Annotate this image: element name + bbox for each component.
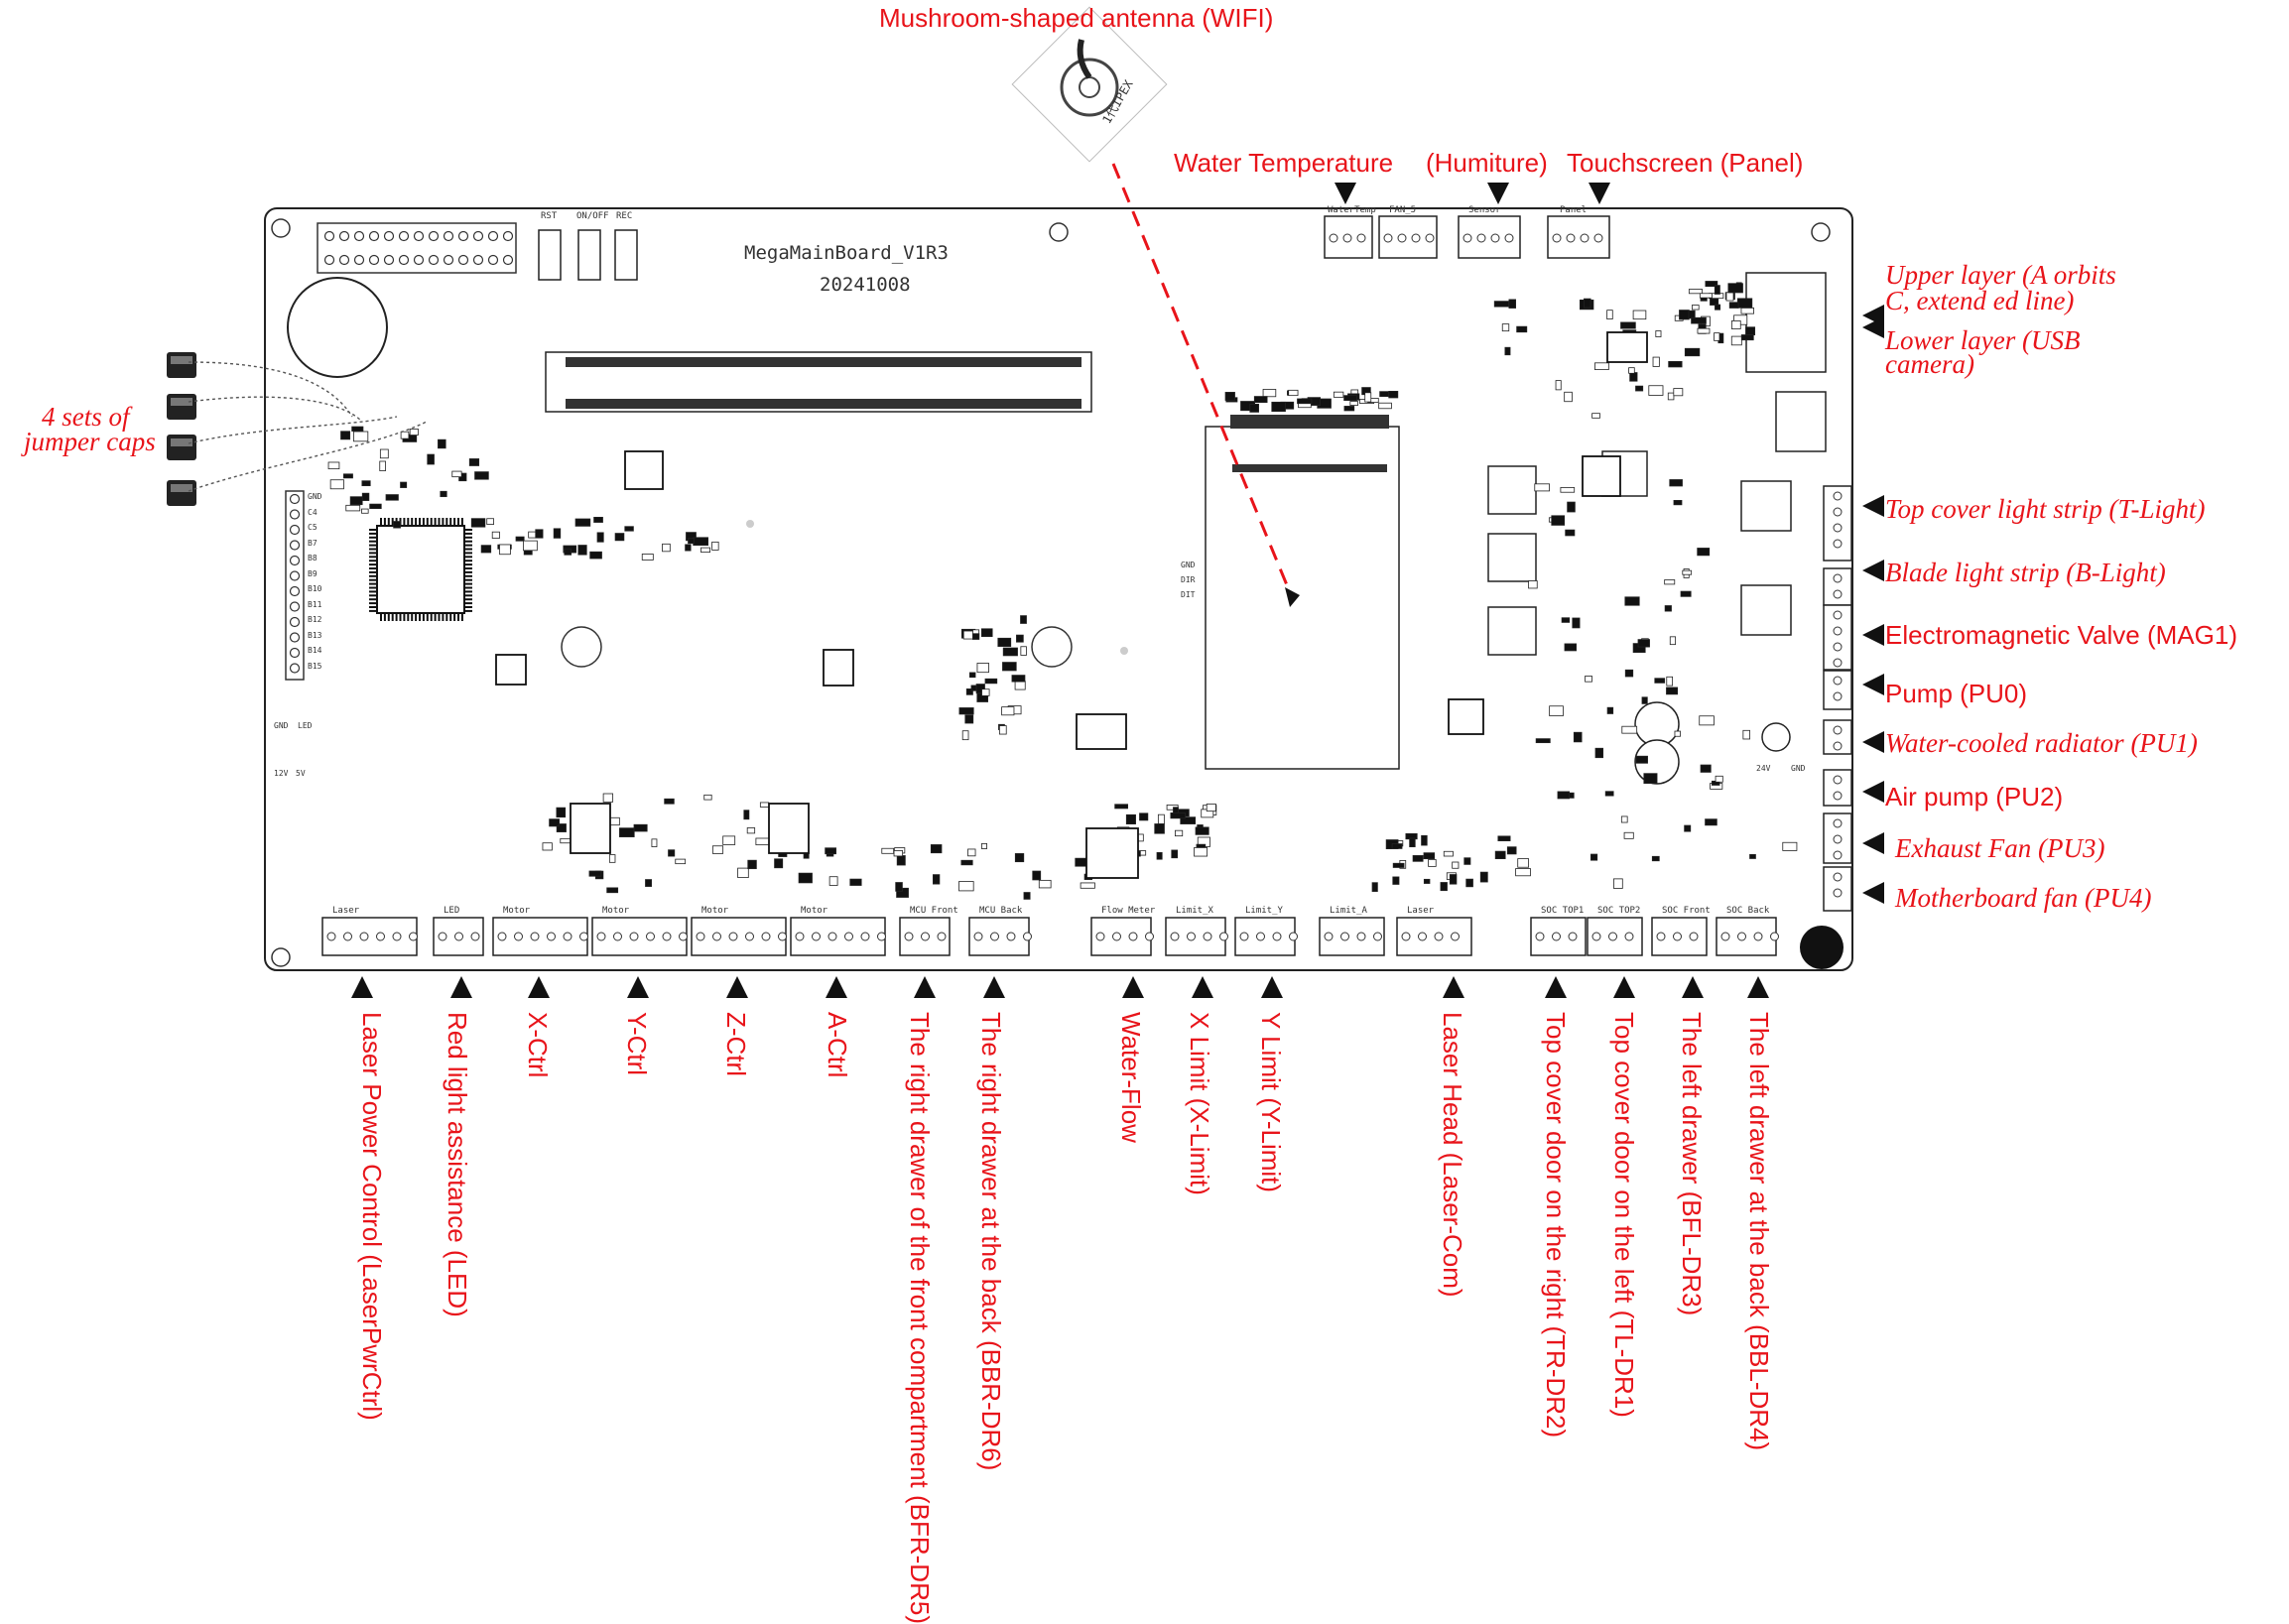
label-lower-layer-line2: camera) bbox=[1885, 349, 1974, 379]
usb-stacked bbox=[1745, 272, 1827, 373]
label-water-temperature: Water Temperature bbox=[1174, 148, 1394, 178]
mount-hole bbox=[1031, 626, 1073, 668]
label-lower-layer-line1: Lower layer (USB bbox=[1885, 325, 2081, 355]
mcu-chip bbox=[376, 525, 465, 614]
label-top-cover-light: Top cover light strip (T-Light) bbox=[1885, 494, 2206, 524]
label-upper-layer-line2: C, extend ed line) bbox=[1885, 286, 2075, 315]
mount-hole bbox=[271, 218, 291, 238]
antenna-label: Mushroom-shaped antenna (WIFI) bbox=[879, 3, 1274, 33]
antenna-pointer-line bbox=[1111, 163, 1294, 598]
label-top-cover-right: Top cover door on the right (TR-DR2) bbox=[1541, 1012, 1571, 1438]
label-a-ctrl: A-Ctrl bbox=[823, 1012, 852, 1078]
antenna-icon bbox=[1011, 6, 1168, 163]
fan-marker-dot bbox=[1800, 926, 1844, 969]
coin-battery bbox=[287, 277, 388, 378]
mount-hole bbox=[561, 626, 602, 668]
jumper-wires bbox=[188, 361, 428, 492]
mount-hole bbox=[1811, 222, 1831, 242]
label-water-cooled-radiator: Water-cooled radiator (PU1) bbox=[1885, 728, 2198, 758]
label-jumper-caps-line2: jumper caps bbox=[24, 427, 156, 456]
header-j13 bbox=[285, 490, 305, 681]
mount-hole bbox=[1049, 222, 1069, 242]
header-pins bbox=[323, 230, 514, 266]
board-date: 20241008 bbox=[820, 274, 911, 296]
label-laser-head: Laser Head (Laser-Com) bbox=[1438, 1012, 1467, 1298]
label-z-ctrl: Z-Ctrl bbox=[721, 1012, 751, 1076]
label-water-flow: Water-Flow bbox=[1116, 1012, 1146, 1143]
label-air-pump: Air pump (PU2) bbox=[1885, 782, 2064, 812]
label-humiture: (Humiture) bbox=[1426, 148, 1548, 178]
pointer-arrows bbox=[351, 183, 1884, 998]
usb-single bbox=[1775, 391, 1827, 452]
label-y-ctrl: Y-Ctrl bbox=[622, 1012, 652, 1076]
label-laser-power-control: Laser Power Control (LaserPwrCtrl) bbox=[357, 1012, 387, 1421]
mount-hole bbox=[271, 947, 291, 967]
label-jumper-caps-line1: 4 sets of bbox=[42, 402, 130, 432]
push-buttons bbox=[538, 229, 638, 281]
board-name: MegaMainBoard_V1R3 bbox=[744, 242, 949, 264]
label-x-limit: X Limit (X-Limit) bbox=[1185, 1012, 1214, 1195]
mpcie-module bbox=[1205, 426, 1400, 770]
bottom-connectors bbox=[321, 917, 1779, 956]
label-back-right-drawer: The right drawer at the back (BBR-DR6) bbox=[976, 1012, 1006, 1471]
label-left-drawer: The left drawer (BFL-DR3) bbox=[1677, 1012, 1707, 1316]
label-exhaust-fan: Exhaust Fan (PU3) bbox=[1895, 833, 2105, 863]
smd-components bbox=[327, 281, 1798, 900]
label-electromagnetic-valve: Electromagnetic Valve (MAG1) bbox=[1885, 620, 2237, 650]
label-front-right-drawer: The right drawer of the front compartmen… bbox=[905, 1012, 935, 1624]
label-y-limit: Y Limit (Y-Limit) bbox=[1256, 1012, 1286, 1193]
top-connectors bbox=[1324, 215, 1610, 259]
label-upper-layer-line1: Upper layer (A orbits bbox=[1885, 260, 2116, 290]
label-motherboard-fan: Motherboard fan (PU4) bbox=[1895, 883, 2152, 913]
label-top-cover-left: Top cover door on the left (TL-DR1) bbox=[1609, 1012, 1639, 1418]
jumper-caps bbox=[167, 352, 196, 506]
small-dot bbox=[746, 520, 754, 528]
pin-header-top bbox=[317, 222, 517, 274]
board-outline bbox=[264, 207, 1853, 971]
label-red-light-assistance: Red light assistance (LED) bbox=[443, 1012, 472, 1317]
label-blade-light: Blade light strip (B-Light) bbox=[1885, 558, 2166, 587]
right-connectors bbox=[1823, 485, 1852, 912]
small-dot bbox=[1120, 647, 1128, 655]
label-left-drawer-back: The left drawer at the back (BBL-DR4) bbox=[1744, 1012, 1774, 1451]
label-x-ctrl: X-Ctrl bbox=[523, 1012, 553, 1078]
label-pump: Pump (PU0) bbox=[1885, 679, 2028, 708]
label-touchscreen: Touchscreen (Panel) bbox=[1567, 148, 1804, 178]
